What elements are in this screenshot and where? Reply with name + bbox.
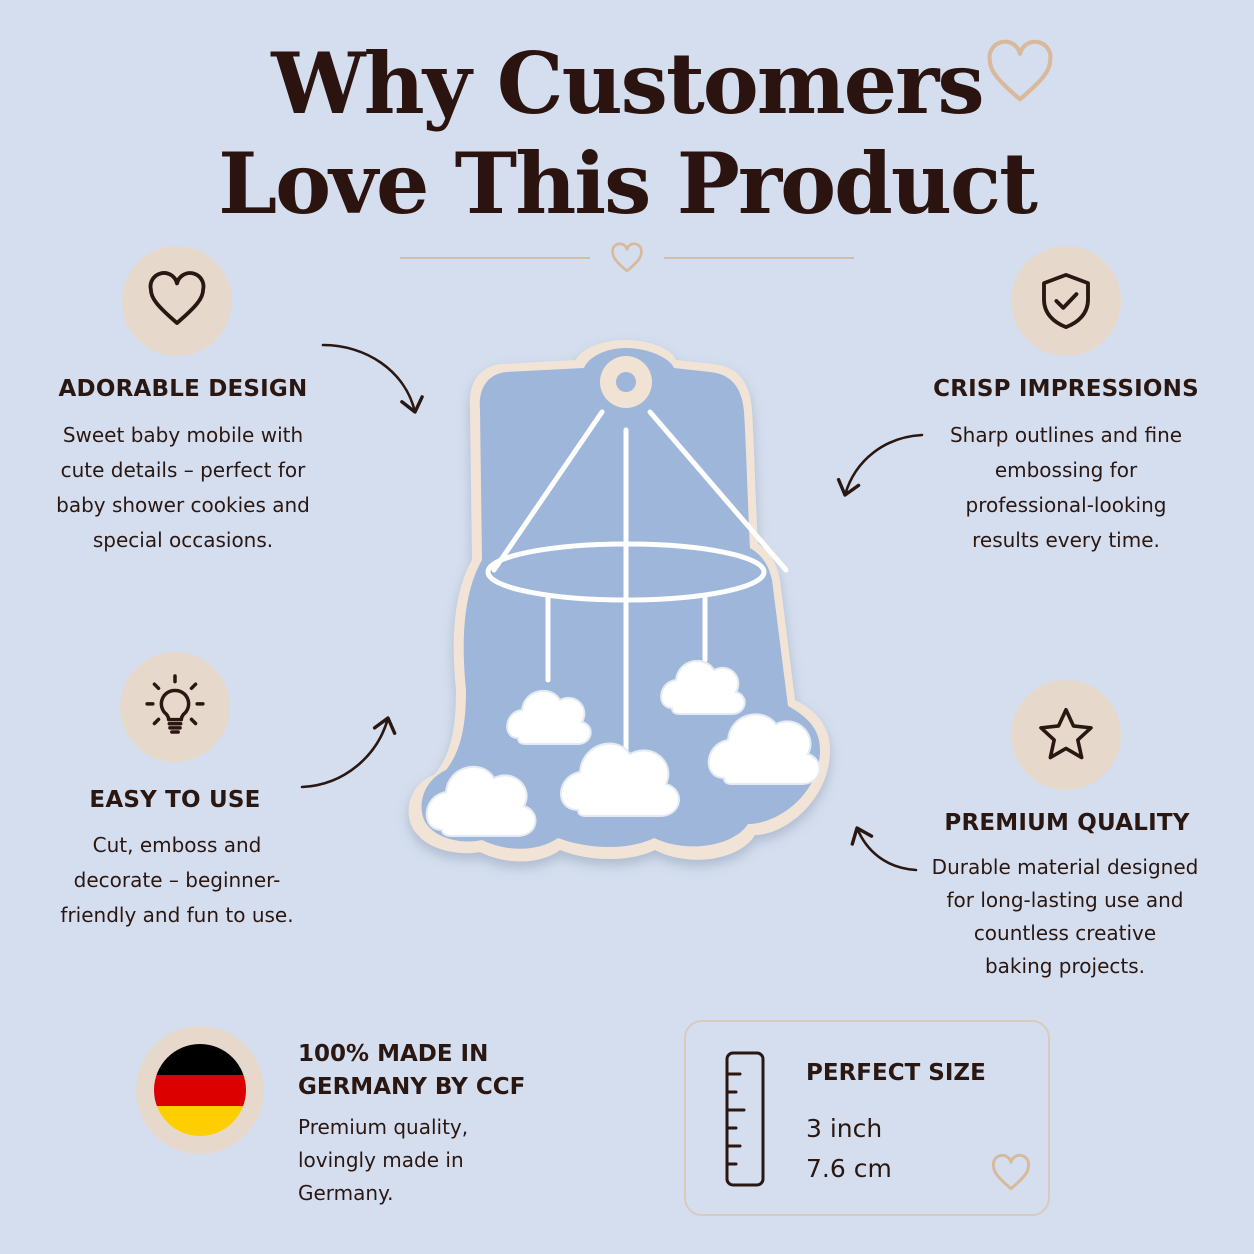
divider-left (400, 257, 590, 259)
desc-line: special occasions. (92, 528, 274, 552)
cloud-large-center (560, 742, 680, 817)
size-inch: 3 inch (806, 1114, 883, 1143)
easy-to-use-icon-circle (120, 652, 230, 762)
perfect-size-card: PERFECT SIZE 3 inch 7.6 cm (684, 1020, 1050, 1216)
desc-line: Cut, emboss and (92, 833, 262, 857)
arrow-easy-to-use (300, 716, 397, 789)
desc-line: Premium quality, (298, 1115, 469, 1139)
heart-icon (148, 271, 206, 325)
flag-stripe-black (154, 1044, 246, 1075)
arrow-crisp-impressions (836, 433, 924, 497)
desc-line: results every time. (972, 528, 1160, 552)
size-heart-icon (991, 1153, 1031, 1191)
cloud-small-left (506, 690, 592, 745)
easy-to-use-description: Cut, emboss and decorate – beginner- fri… (40, 828, 314, 933)
divider-heart-icon (611, 242, 643, 273)
page-title-line-1: Why Customers (271, 34, 984, 133)
adorable-design-icon-circle (122, 246, 232, 356)
adorable-design-title: ADORABLE DESIGN (58, 376, 308, 402)
desc-line: Sharp outlines and fine (949, 423, 1183, 447)
premium-quality-title: PREMIUM QUALITY (944, 810, 1190, 836)
desc-line: decorate – beginner- (73, 868, 281, 892)
desc-line: Sweet baby mobile with (62, 423, 304, 447)
made-in-germany-description: Premium quality, lovingly made in German… (298, 1111, 468, 1210)
star-icon (1039, 707, 1093, 760)
desc-line: cute details – perfect for (60, 458, 306, 482)
page-title-line-2: Love This Product (218, 134, 1038, 233)
desc-line: baby shower cookies and (56, 493, 310, 517)
desc-line: friendly and fun to use. (60, 903, 294, 927)
adorable-design-description: Sweet baby mobile with cute details – pe… (30, 418, 336, 558)
size-cm: 7.6 cm (806, 1154, 892, 1183)
cloud-large-left (425, 765, 537, 837)
cloud-large-right (707, 713, 821, 785)
divider-right (664, 257, 854, 259)
title-line: GERMANY BY CCF (298, 1074, 526, 1100)
made-in-germany-title: 100% MADE IN GERMANY BY CCF (298, 1038, 525, 1104)
premium-quality-icon-circle (1011, 680, 1121, 790)
premium-quality-description: Durable material designed for long-lasti… (920, 851, 1210, 983)
ruler-icon (725, 1051, 765, 1187)
lightbulb-icon (145, 674, 205, 734)
desc-line: Durable material designed (931, 855, 1199, 879)
perfect-size-title: PERFECT SIZE (806, 1060, 986, 1086)
desc-line: baking projects. (984, 954, 1145, 978)
title-heart-icon (987, 39, 1053, 102)
desc-line: embossing for (994, 458, 1138, 482)
arrow-adorable-design (321, 343, 424, 414)
cloud-small-right (660, 660, 746, 715)
germany-flag-icon (154, 1044, 246, 1136)
crisp-impressions-title: CRISP IMPRESSIONS (933, 376, 1199, 402)
crisp-impressions-icon-circle (1011, 246, 1121, 356)
baby-mobile-cookie-image (408, 340, 830, 862)
flag-stripe-red (154, 1075, 246, 1106)
desc-line: lovingly made in (298, 1148, 464, 1172)
desc-line: for long-lasting use and (946, 888, 1184, 912)
desc-line: Germany. (298, 1181, 394, 1205)
desc-line: countless creative (973, 921, 1157, 945)
easy-to-use-title: EASY TO USE (89, 787, 261, 813)
germany-flag-circle (136, 1026, 264, 1154)
title-line: 100% MADE IN (298, 1041, 489, 1067)
crisp-impressions-description: Sharp outlines and fine embossing for pr… (918, 418, 1214, 558)
shield-check-icon (1042, 272, 1090, 330)
arrow-premium-quality (850, 826, 918, 872)
desc-line: professional-looking (965, 493, 1167, 517)
flag-stripe-gold (154, 1106, 246, 1136)
